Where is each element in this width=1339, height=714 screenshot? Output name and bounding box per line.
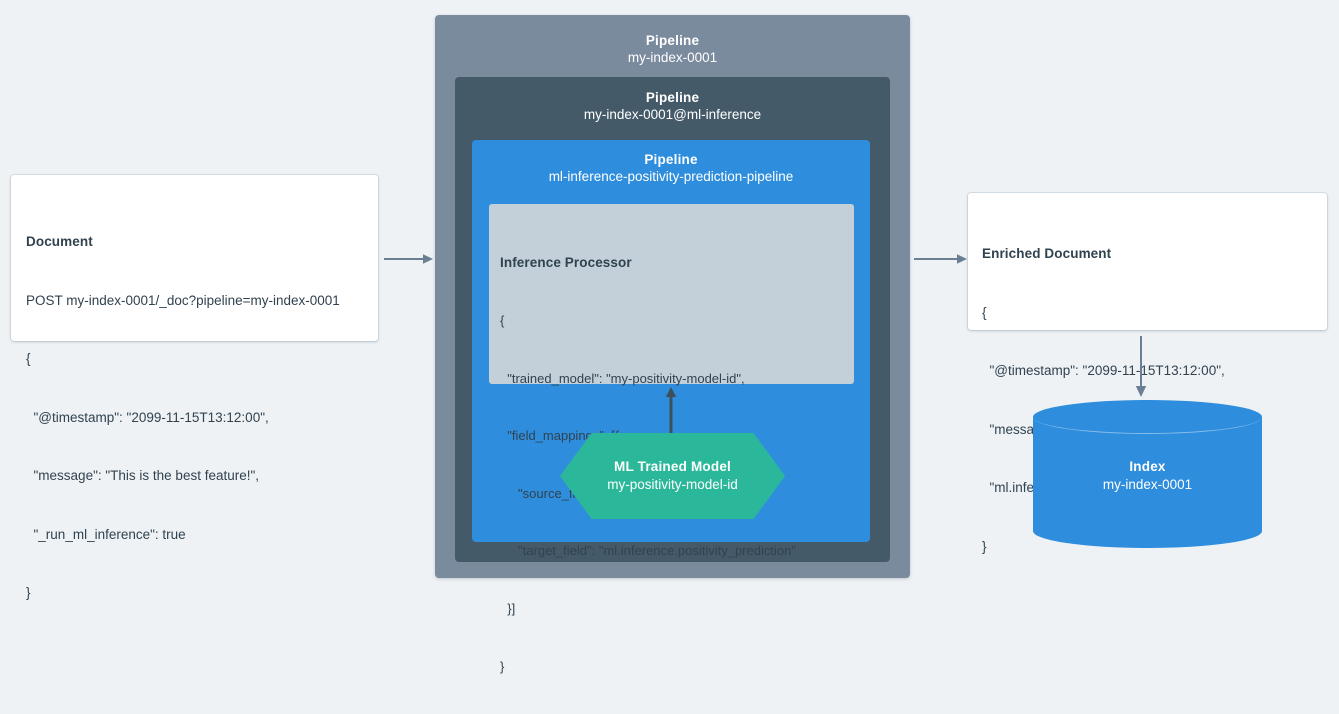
- pipeline-outer-title: Pipeline: [645, 33, 700, 48]
- index-cylinder-node: Index my-index-0001: [1033, 400, 1262, 548]
- document-line-3: "message": "This is the best feature!",: [26, 468, 260, 483]
- pipeline-middle-title: Pipeline: [645, 90, 700, 105]
- document-line-0: POST my-index-0001/_doc?pipeline=my-inde…: [26, 292, 340, 308]
- document-line-1: {: [26, 351, 31, 366]
- enriched-document-card: Enriched Document { "@timestamp": "2099-…: [968, 193, 1327, 554]
- pipeline-outer-name: my-index-0001: [627, 50, 718, 65]
- inference-processor-box: Inference Processor { "trained_model": "…: [489, 204, 854, 674]
- processor-line-6: }: [500, 658, 505, 674]
- document-card: Document POST my-index-0001/_doc?pipelin…: [11, 175, 378, 600]
- arrow-enriched-to-index-icon: [1130, 336, 1152, 398]
- document-line-4: "_run_ml_inference": true: [26, 526, 186, 542]
- processor-line-4: "target_field": "ml.inference.positivity…: [500, 543, 796, 559]
- document-line-2: "@timestamp": "2099-11-15T13:12:00",: [26, 409, 269, 425]
- pipeline-inner-name: ml-inference-positivity-prediction-pipel…: [548, 169, 794, 184]
- enriched-line-4: }: [982, 538, 987, 554]
- processor-line-0: {: [500, 313, 505, 329]
- document-line-5: }: [26, 585, 31, 600]
- diagram-canvas: Document POST my-index-0001/_doc?pipelin…: [11, 15, 1327, 674]
- index-title: Index: [1129, 459, 1166, 474]
- pipeline-middle-name: my-index-0001@ml-inference: [583, 107, 762, 122]
- ml-trained-model-title: ML Trained Model: [614, 459, 731, 474]
- index-name: my-index-0001: [1102, 477, 1193, 492]
- document-card-title: Document: [26, 234, 93, 249]
- ml-trained-model-node: ML Trained Model my-positivity-model-id: [560, 433, 785, 519]
- enriched-document-title: Enriched Document: [982, 246, 1112, 261]
- ml-trained-model-name: my-positivity-model-id: [607, 477, 738, 492]
- cylinder-body: [1033, 417, 1262, 531]
- index-label: Index my-index-0001: [1033, 458, 1262, 494]
- enriched-line-1: "@timestamp": "2099-11-15T13:12:00",: [982, 363, 1225, 378]
- hexagon-shape: [560, 433, 785, 519]
- processor-line-5: }]: [500, 601, 516, 617]
- arrow-model-to-processor-icon: [660, 386, 682, 434]
- enriched-line-0: {: [982, 304, 987, 320]
- ml-trained-model-label: ML Trained Model my-positivity-model-id: [560, 433, 785, 519]
- arrow-pipeline-to-enriched-icon: [913, 248, 969, 270]
- inference-processor-title: Inference Processor: [500, 255, 632, 271]
- cylinder-top-ellipse: [1033, 400, 1262, 434]
- processor-line-1: "trained_model": "my-positivity-model-id…: [500, 370, 745, 386]
- pipeline-inner-title: Pipeline: [644, 152, 698, 167]
- arrow-document-to-pipeline-icon: [383, 248, 435, 270]
